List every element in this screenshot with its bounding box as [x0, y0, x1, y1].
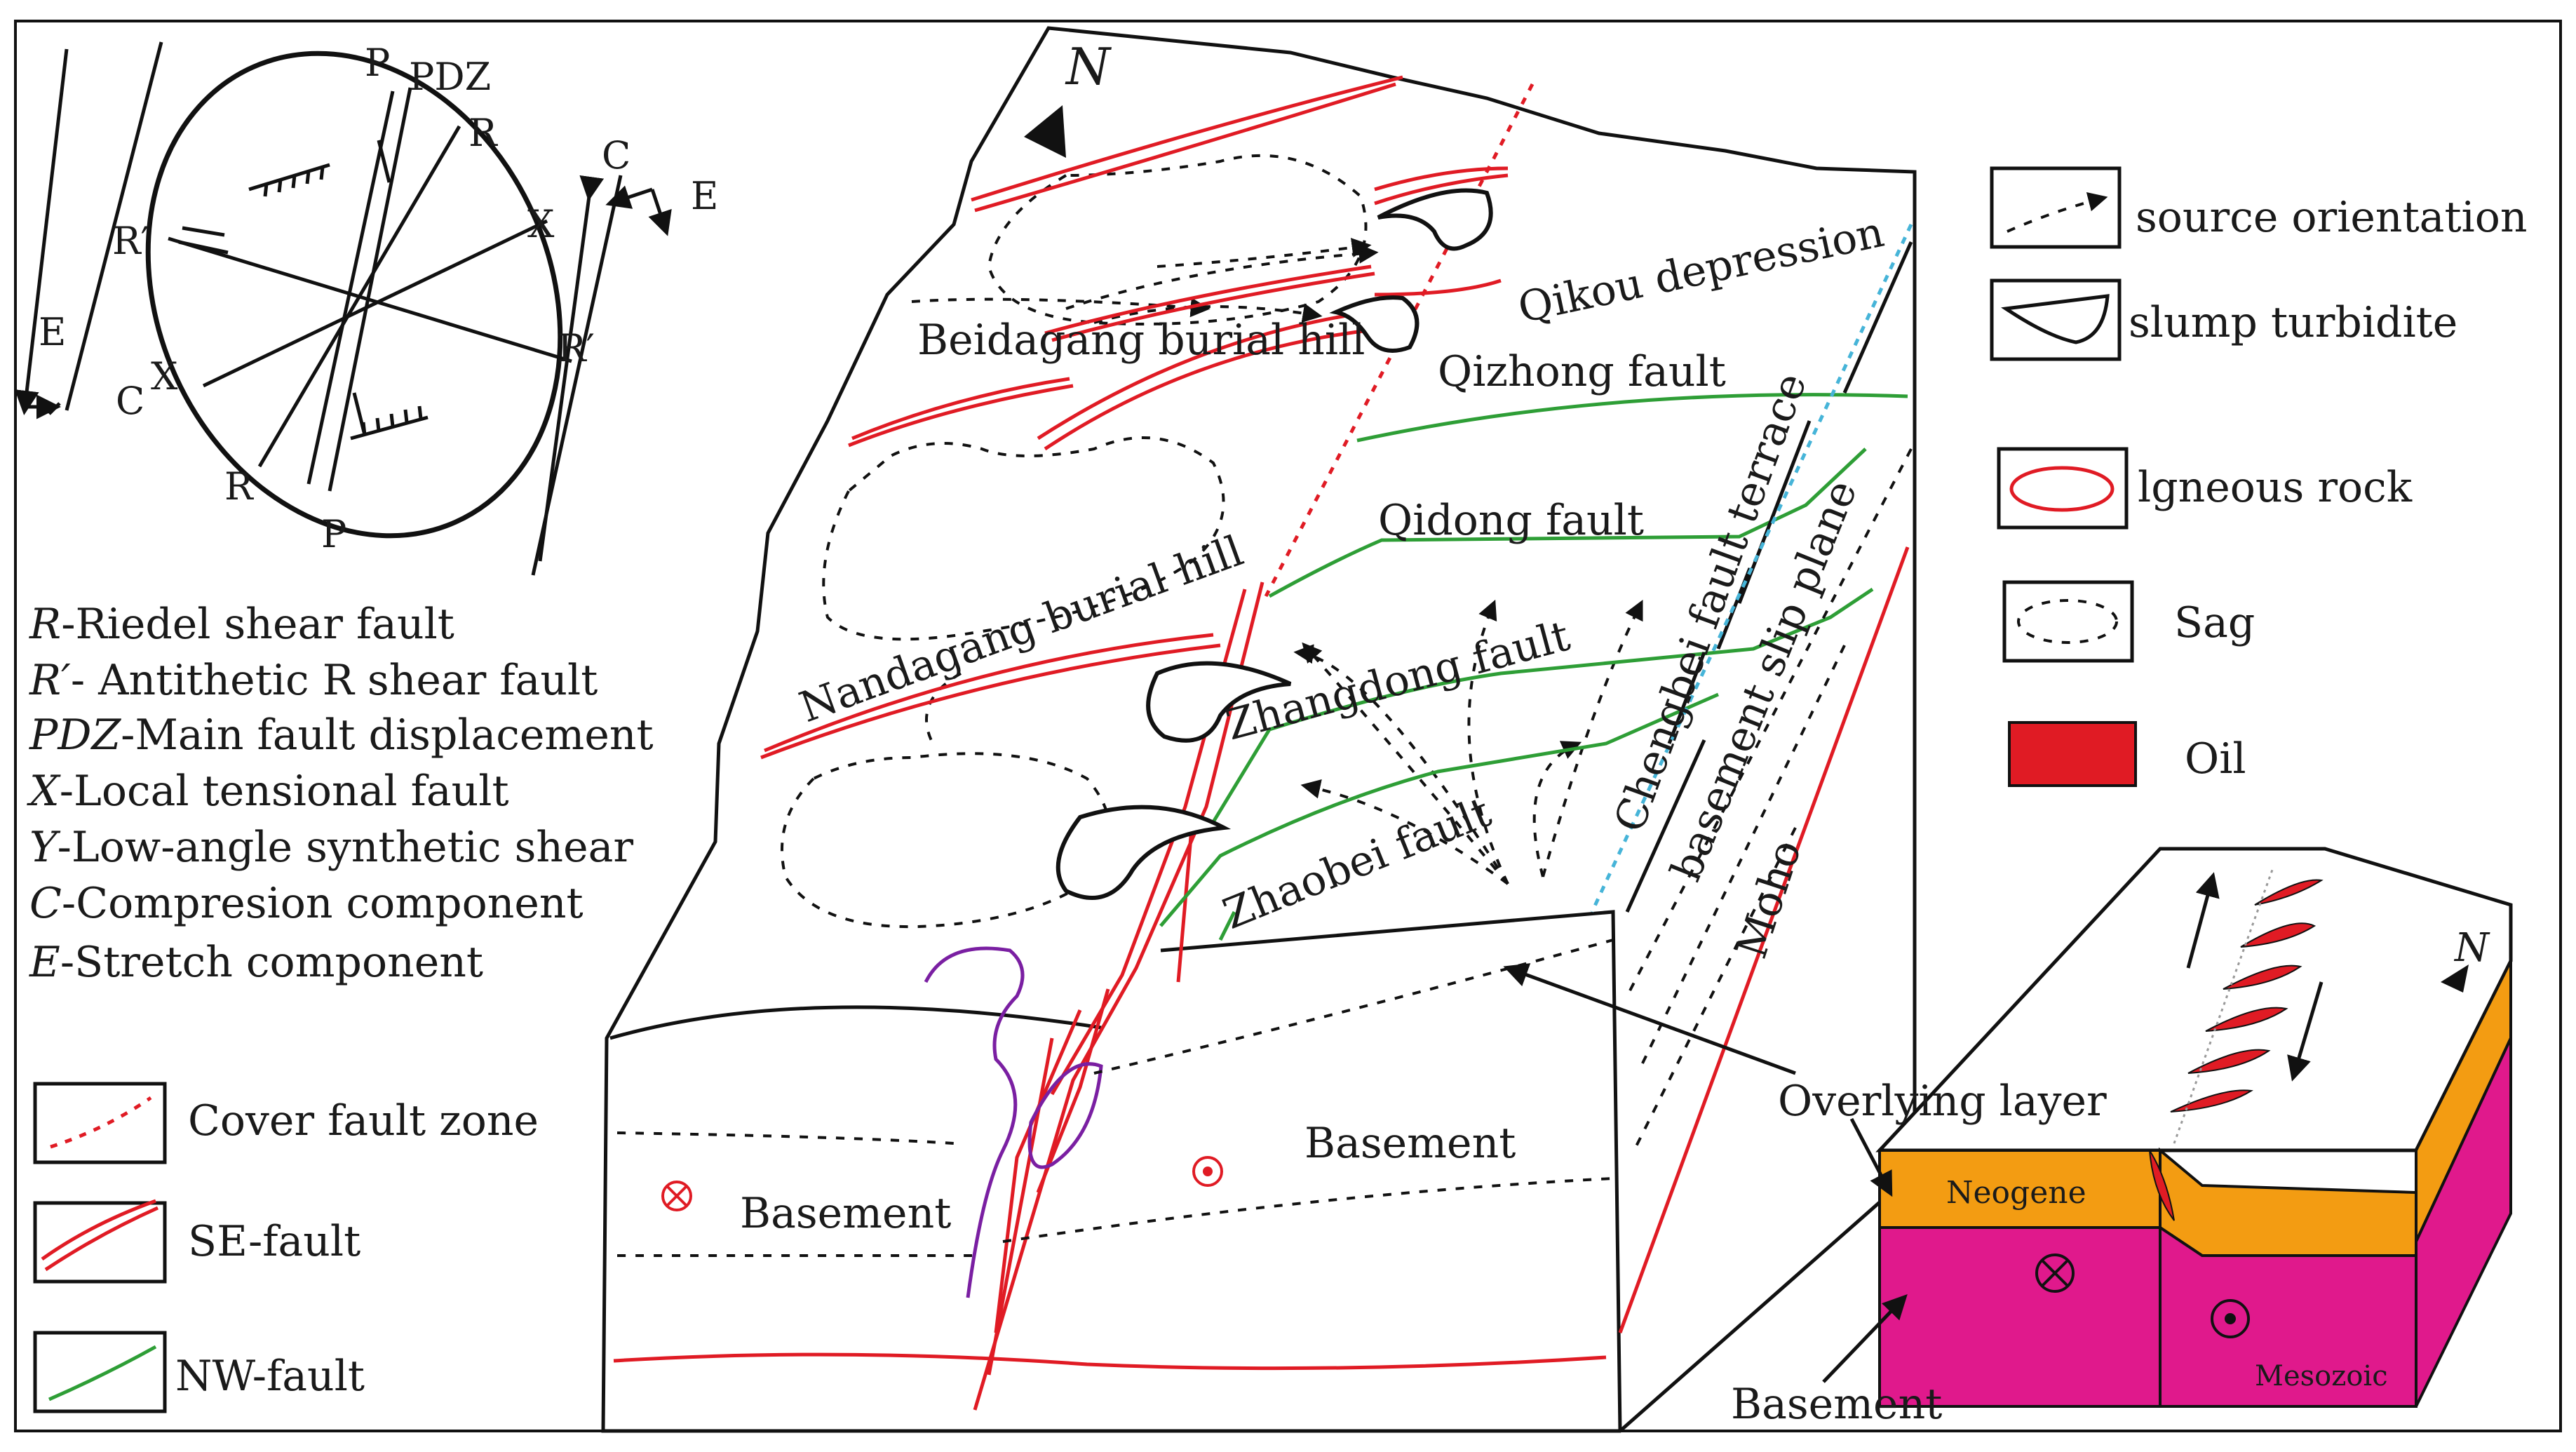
legend-label-sag: Sag: [2174, 598, 2255, 647]
label-moho: Moho: [1727, 834, 1812, 964]
legend-box-oil: [2008, 721, 2137, 787]
motion-symbols: [661, 1156, 1223, 1211]
se-faults: [613, 75, 1910, 1371]
label-beidagang: Beidagang burial hill: [917, 316, 1365, 365]
definitions-list: R-Riedel shear fault R′- Antithetic R sh…: [27, 600, 654, 987]
legend-box-slump: [1990, 278, 2122, 361]
label-zhaobei-fault: Zhaobei fault: [1216, 788, 1497, 939]
legend-box-nw-fault: [33, 1331, 167, 1413]
inset-label-overlying: Overlying layer: [1778, 1077, 2107, 1126]
label-basement-right: Basement: [1304, 1119, 1516, 1168]
label-qikou-depression: Qikou depression: [1514, 208, 1889, 333]
nw-faults: [1159, 393, 1908, 941]
label-x-left: X: [151, 354, 178, 398]
label-basement-left: Basement: [740, 1189, 951, 1238]
strain-ellipse-diagram: [14, 41, 672, 576]
definition-e: E-Stretch component: [29, 938, 483, 987]
inset-block: N Neogene Mesozoic: [1875, 847, 2513, 1408]
label-p-top: P: [365, 41, 390, 85]
legend-box-cover-fault: [33, 1082, 167, 1164]
strain-ellipse-labels: P PDZ R X R′ R′ X R P E C C E: [39, 41, 718, 556]
definition-y: Y-Low-angle synthetic shear: [29, 823, 633, 872]
label-p-bottom: P: [321, 512, 346, 556]
inset-label-mesozoic: Mesozoic: [2255, 1360, 2388, 1392]
label-x-right: X: [527, 202, 555, 246]
label-e-left: E: [39, 310, 66, 354]
inset-north-arrow-icon: [2441, 964, 2469, 993]
legend-label-igneous: lgneous rock: [2138, 463, 2413, 512]
legend-label-se-fault: SE-fault: [188, 1217, 360, 1266]
inset-label-neogene: Neogene: [1946, 1175, 2086, 1211]
legend-box-igneous: [1997, 447, 2129, 530]
label-c-right: C: [602, 133, 630, 177]
inset-label-basement: Basement: [1731, 1380, 1942, 1429]
definition-r: R-Riedel shear fault: [29, 600, 454, 649]
block-diagram: [601, 26, 1917, 1433]
inset-fractures: [2149, 879, 2324, 1221]
legend-label-cover-fault: Cover fault zone: [188, 1096, 539, 1145]
legend-label-slump: slump turbidite: [2129, 298, 2457, 347]
legend-box-sag: [2002, 580, 2134, 663]
label-pdz: PDZ: [409, 55, 491, 99]
label-c-left: C: [116, 379, 144, 423]
legend-box-se-fault: [33, 1201, 167, 1284]
legend-label-source: source orientation: [2136, 193, 2528, 242]
label-e-right: E: [691, 174, 718, 218]
label-qizhong-fault: Qizhong fault: [1438, 347, 1726, 396]
label-r-prime-left: R′: [112, 219, 149, 263]
definition-r-prime: R′- Antithetic R shear fault: [29, 656, 598, 705]
legend-label-oil: Oil: [2185, 734, 2246, 784]
definition-c: C-Compresion component: [29, 879, 584, 928]
label-r-bottom: R: [224, 464, 254, 509]
north-label: N: [1065, 37, 1112, 96]
right-legend: source orientation slump turbidite lgneo…: [1990, 166, 2528, 787]
legend-label-nw-fault: NW-fault: [175, 1352, 365, 1401]
block-labels: N Qikou depression Beidagang burial hill…: [740, 37, 1888, 1238]
label-qidong-fault: Qidong fault: [1378, 496, 1644, 545]
legend-box-source: [1990, 166, 2122, 249]
sag-outlines: [781, 154, 1368, 929]
label-r-prime-right: R′: [558, 326, 595, 370]
definition-pdz: PDZ-Main fault displacement: [29, 711, 654, 760]
inset-north-label: N: [2453, 925, 2490, 971]
north-arrow-icon: [1024, 105, 1066, 158]
slump-turbidites: [1056, 188, 1493, 900]
label-r-top: R: [468, 111, 498, 155]
definition-x: X-Local tensional fault: [27, 767, 509, 816]
left-legend: Cover fault zone SE-fault NW-fault: [33, 1082, 539, 1413]
